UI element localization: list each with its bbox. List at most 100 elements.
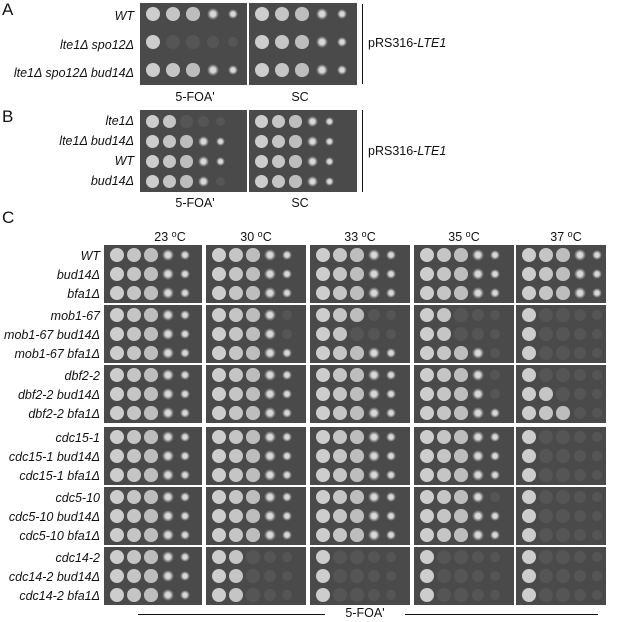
panel-c-g4-t4-row-1-spot-3 [454,430,468,444]
panel-c-g2-t2-row-2-spot-4 [264,328,276,340]
panel-c-g3-t5-row-1-spot-2 [539,368,553,382]
panel-c-g5-t3-row-3-spot-5 [386,530,396,540]
panel-a-strain-1: WT [114,9,134,23]
panel-c-g1-t4-row-2-spot-1 [420,267,434,281]
panel-c-g1-t4-row-1-spot-5 [490,250,500,260]
panel-c-g5-t2-row-2-spot-1 [212,509,226,523]
panel-b-strain-1: lte1Δ [105,114,134,128]
panel-c-g2-t3-row-3-spot-5 [386,348,396,358]
panel-c-g6-t2-row-3-spot-2 [229,588,243,602]
panel-c-g3-t4-row-1-spot-4 [472,369,484,381]
panel-c-g5-t5-row-2-spot-1 [522,509,536,523]
panel-c-strain-5-3: cdc5-10 bfa1Δ [19,529,100,543]
panel-c-strain-3-2: dbf2-2 bud14Δ [17,388,100,402]
panel-c-g3-t3-row-1-spot-5 [386,370,396,380]
panel-c-g6-t4-row-1-spot-3 [454,550,468,564]
panel-a-letter: A [2,0,14,19]
panel-c-g4-t1-row-3-spot-1 [110,468,124,482]
panel-c-g4-t2-row-1-spot-2 [229,430,243,444]
panel-c-plate-g6-t3 [310,547,410,605]
panel-c-g4-t2-row-1-spot-1 [212,430,226,444]
panel-c-g2-t2-row-3-spot-1 [212,346,226,360]
panel-c-g1-t5-row-3-spot-1 [522,286,536,300]
panel-c-g4-t2-row-1-spot-3 [246,430,260,444]
panel-c-g1-t3-row-1-spot-4 [368,249,380,261]
panel-c-g4-t4-row-3-spot-2 [437,468,451,482]
panel-a-media-5foa: 5-FOA' [175,90,215,104]
panel-c-g5-t4-row-3-spot-5 [490,530,500,540]
panel-c-g2-t4-row-2-spot-5 [490,329,500,339]
panel-b-sc-row-2-spot-5 [324,136,335,147]
panel-c-g2-t4-row-1-spot-5 [490,310,500,320]
panel-c-g3-t4-row-3-spot-5 [490,408,500,418]
panel-c-g6-t4-row-3-spot-3 [454,588,468,602]
panel-c-g2-t1-row-1-spot-3 [144,308,158,322]
panel-c-g5-t3-row-1-spot-5 [386,492,396,502]
panel-c-g4-t1-row-2-spot-1 [110,449,124,463]
panel-c-g1-t2-row-1-spot-5 [282,250,292,260]
panel-c-g4-t5-row-3-spot-2 [539,468,553,482]
panel-c-g2-t2-row-3-spot-4 [264,347,276,359]
panel-c-g3-t2-row-1-spot-5 [282,370,292,380]
panel-c-g2-t5-row-2-spot-2 [539,327,553,341]
panel-c-g3-t1-row-1-spot-2 [127,368,141,382]
panel-c-g5-t1-row-1-spot-3 [144,490,158,504]
panel-c-g6-t5-row-2-spot-4 [574,570,586,582]
panel-c-g3-t3-row-2-spot-5 [386,389,396,399]
panel-c-g1-t3-row-3-spot-1 [316,286,330,300]
panel-c-g2-t1-row-2-spot-2 [127,327,141,341]
panel-c-g6-t3-row-3-spot-1 [316,588,330,602]
panel-c-g4-t4-row-1-spot-5 [490,432,500,442]
panel-c-strain-6-1: cdc14-2 [55,551,100,565]
panel-c-g1-t2-row-3-spot-5 [282,288,292,298]
panel-c-g5-t2-row-2-spot-3 [246,509,260,523]
panel-c-g4-t3-row-3-spot-1 [316,468,330,482]
panel-c-g2-t3-row-3-spot-1 [316,346,330,360]
panel-c-g4-t2-row-3-spot-4 [264,469,276,481]
panel-c-g4-t3-row-1-spot-5 [386,432,396,442]
panel-c-g6-t2-row-1-spot-3 [246,550,260,564]
panel-c-g3-t2-row-2-spot-2 [229,387,243,401]
panel-a-sc-row-1-spot-3 [295,7,309,21]
panel-c-g1-t5-row-3-spot-5 [592,288,602,298]
panel-b-strain-4: bud14Δ [90,174,134,188]
panel-c-g1-t2-row-1-spot-4 [264,249,276,261]
panel-a-foa-row-3-spot-4 [207,64,219,76]
panel-c-g2-t3-row-2-spot-1 [316,327,330,341]
panel-c-g4-t2-row-1-spot-5 [282,432,292,442]
panel-c-plate-g2-t5 [516,305,606,363]
panel-c-g3-t1-row-2-spot-3 [144,387,158,401]
panel-c-strain-6-3: cdc14-2 bfa1Δ [19,589,100,603]
panel-c-g5-t4-row-1-spot-1 [420,490,434,504]
panel-c-g3-t4-row-1-spot-3 [454,368,468,382]
panel-a-foa-row-2-spot-5 [228,37,238,47]
panel-b-sc-row-1-spot-1 [255,115,268,128]
panel-a-sc-row-1-spot-5 [337,9,347,19]
panel-c-plate-g5-t3 [310,487,410,545]
panel-c-g2-t5-row-3-spot-3 [556,346,570,360]
panel-c-g2-t1-row-2-spot-3 [144,327,158,341]
panel-c-g5-t5-row-3-spot-3 [556,528,570,542]
panel-c-g5-t2-row-2-spot-5 [282,511,292,521]
panel-c-g4-t1-row-1-spot-4 [162,431,174,443]
panel-c-g1-t3-row-3-spot-5 [386,288,396,298]
panel-c-g5-t1-row-3-spot-4 [162,529,174,541]
panel-c-g5-t1-row-1-spot-1 [110,490,124,504]
panel-c-g5-t2-row-2-spot-2 [229,509,243,523]
panel-a-foa-row-1-spot-5 [228,9,238,19]
panel-c-g6-t1-row-3-spot-4 [162,589,174,601]
panel-c-g6-t5-row-2-spot-2 [539,569,553,583]
panel-c-g4-t1-row-2-spot-2 [127,449,141,463]
panel-c-g4-t5-row-3-spot-4 [574,469,586,481]
panel-c-g1-t3-row-2-spot-3 [350,267,364,281]
panel-b-foa-row-1-spot-2 [163,115,176,128]
panel-c-g6-t4-row-2-spot-3 [454,569,468,583]
panel-c-plate-g1-t2 [206,245,306,303]
panel-b-foa-row-2-spot-3 [180,135,193,148]
panel-c-g6-t2-row-2-spot-5 [282,571,292,581]
panel-c-g1-t5-row-3-spot-2 [539,286,553,300]
panel-c-g3-t3-row-2-spot-4 [368,388,380,400]
panel-c-g4-t4-row-2-spot-3 [454,449,468,463]
panel-c-g4-t4-row-2-spot-2 [437,449,451,463]
panel-c-g3-t2-row-3-spot-1 [212,406,226,420]
